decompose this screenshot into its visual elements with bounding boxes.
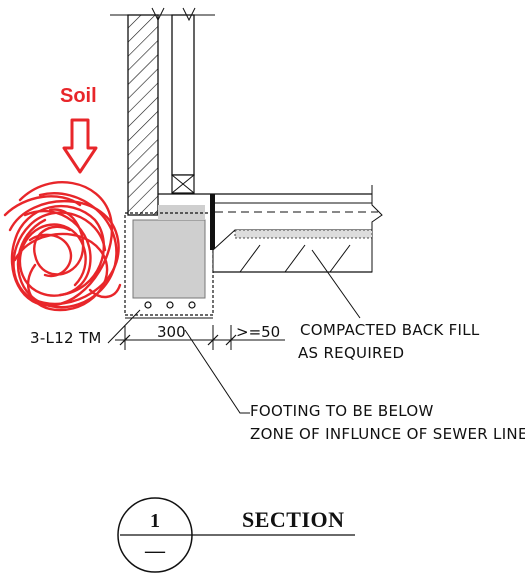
section-sheet: —: [144, 540, 166, 562]
dimension-footing-width: [115, 325, 285, 350]
brick-wall: [110, 7, 215, 216]
section-number: 1: [150, 510, 160, 532]
soil-label: Soil: [60, 85, 97, 107]
rebar-leader: [107, 309, 141, 344]
backfill-section: [212, 229, 373, 273]
backfill-label-line2: AS REQUIRED: [298, 344, 404, 362]
backfill-label-line1: COMPACTED BACK FILL: [300, 321, 480, 339]
footing-note-line1: FOOTING TO BE BELOW: [250, 402, 434, 420]
backfill-leader: [311, 249, 361, 319]
concrete-footing: [124, 205, 214, 319]
soil-arrow-icon: [62, 118, 98, 174]
footing-note-leader: [184, 329, 250, 414]
footing-note-line2: ZONE OF INFLUNCE OF SEWER LINE: [250, 425, 525, 443]
rebar-label: 3-L12 TM: [30, 329, 102, 347]
clearance-label: >=50: [236, 323, 280, 341]
section-mark: 1 — SECTION: [117, 497, 355, 573]
footing-width-label: 300: [157, 323, 186, 341]
soil-markup: Soil: [3, 85, 122, 312]
section-title: SECTION: [242, 507, 345, 532]
soil-scribble: [3, 181, 122, 312]
